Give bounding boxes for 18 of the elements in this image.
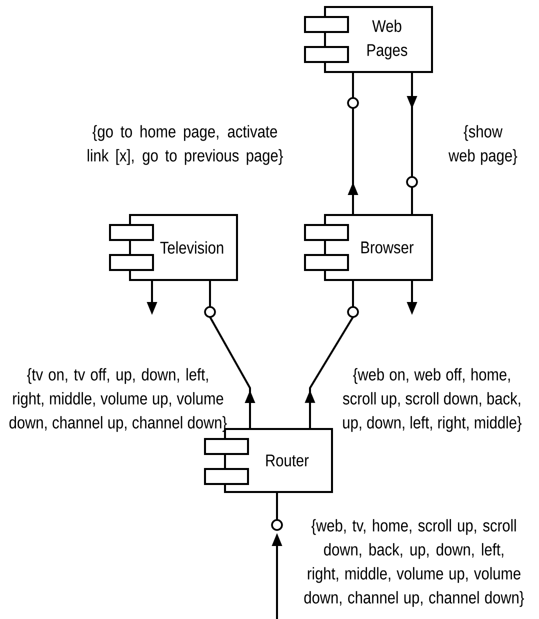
connector-line <box>209 280 211 307</box>
component-box: Browser <box>304 214 433 281</box>
interface-label: {show web page} <box>448 125 518 165</box>
connector-line <box>411 187 413 215</box>
interface-label: {web on, web off, home, scroll up, scroll down, back, up, down, left, right, middle} <box>342 368 522 432</box>
interface-circle <box>204 306 216 318</box>
interface-circle <box>347 97 359 109</box>
connector-line <box>276 492 278 520</box>
interface-circle <box>406 176 418 188</box>
connector-line <box>352 280 354 307</box>
connector-line <box>352 72 354 98</box>
interface-circle <box>347 306 359 318</box>
interface-circle <box>271 519 283 531</box>
interface-label: {go to home page, activate link [x], go to previous page} <box>88 125 283 165</box>
component-box: Web Pages <box>304 6 433 73</box>
interface-label: {web, tv, home, scroll up, scroll down, back, up, down, left, right, middle, volume up, volume down, channel up, channel down} <box>304 519 524 607</box>
component-box: Television <box>109 214 238 281</box>
arrow <box>304 316 354 429</box>
